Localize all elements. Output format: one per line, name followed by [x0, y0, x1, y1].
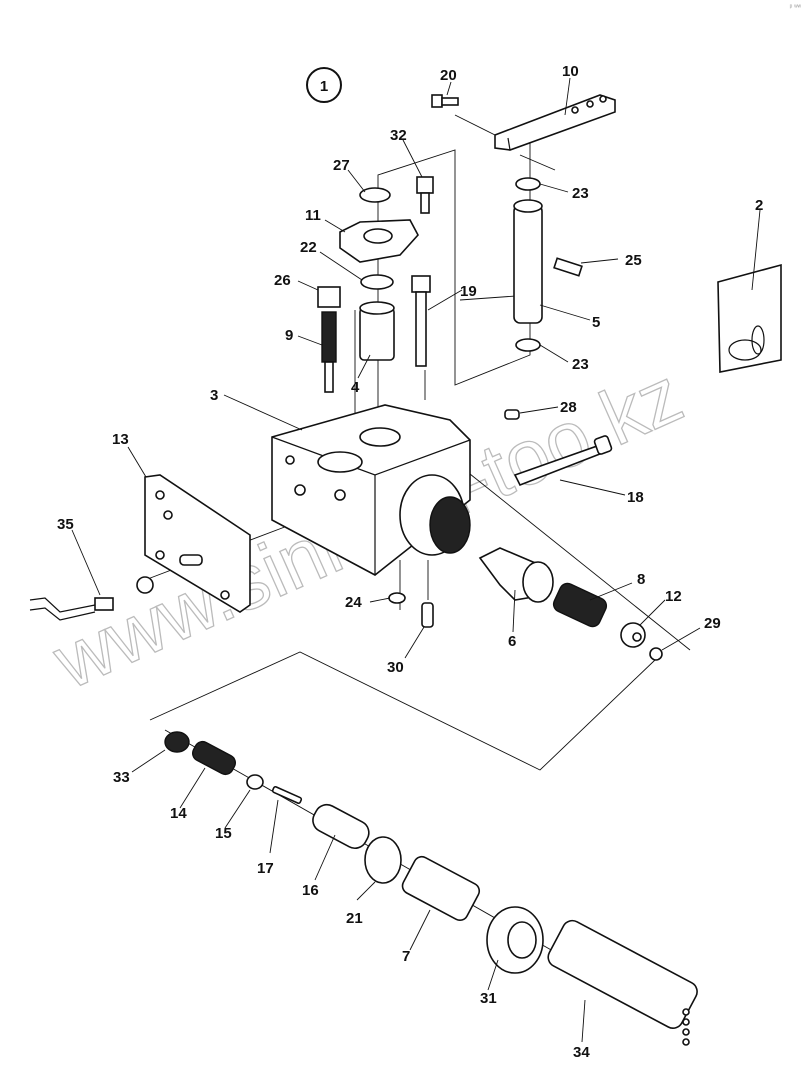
label-15: 15 [215, 825, 232, 842]
part-35-wire [29, 576, 154, 621]
label-6: 6 [508, 633, 516, 650]
label-25: 25 [625, 252, 642, 269]
part-2-seal-kit-bag [717, 263, 782, 373]
part-34-sensor [547, 919, 698, 1046]
label-9: 9 [285, 327, 293, 344]
part-13-cover-plate [144, 474, 251, 613]
part-15-washer [246, 774, 264, 790]
part-24-o-ring [388, 592, 406, 604]
part-5-spool [513, 199, 543, 324]
part-21-o-ring [364, 836, 402, 884]
part-18-screw [513, 435, 613, 487]
label-23-upper: 23 [572, 185, 589, 202]
part-25-pin [553, 257, 583, 277]
label-8: 8 [637, 571, 645, 588]
label-16: 16 [302, 882, 319, 899]
part-19-screw [411, 275, 431, 367]
part-28-plug [504, 409, 520, 420]
label-11: 11 [305, 207, 321, 224]
part-9-adjusting-screw [321, 311, 337, 393]
part-26-nut [317, 286, 341, 308]
label-27: 27 [333, 157, 350, 174]
part-12-cap [620, 622, 646, 648]
corner-mark: ᵖ ʷʷ [789, 4, 801, 11]
part-7-fitting [401, 855, 481, 922]
part-17-pin [271, 785, 303, 805]
label-33: 33 [113, 769, 130, 786]
figure-number: 1 [320, 78, 328, 95]
part-8-spring [552, 582, 608, 628]
part-10-lever [494, 94, 616, 151]
figure-number-marker: 1 [306, 67, 342, 103]
label-12: 12 [665, 588, 682, 605]
part-29-ring [649, 647, 663, 661]
part-labels: 20 10 27 32 11 22 26 9 4 19 3 23 25 5 23… [57, 63, 763, 1061]
part-27-washer [359, 187, 391, 203]
label-10: 10 [562, 63, 579, 80]
part-33-sleeve [164, 731, 190, 753]
label-28: 28 [560, 399, 577, 416]
label-26: 26 [274, 272, 291, 289]
label-4: 4 [351, 379, 360, 396]
part-6-piston [478, 547, 554, 603]
label-31: 31 [480, 990, 497, 1007]
label-24: 24 [345, 594, 362, 611]
part-22-o-ring [360, 274, 394, 290]
part-31-nut [486, 906, 544, 974]
label-14: 14 [170, 805, 187, 822]
part-4-sleeve [359, 301, 395, 361]
part-11-flange [339, 219, 419, 263]
label-20: 20 [440, 67, 457, 84]
label-3: 3 [210, 387, 218, 404]
label-21: 21 [346, 910, 363, 927]
part-23-o-ring-lower [515, 338, 541, 352]
label-22: 22 [300, 239, 317, 256]
label-5: 5 [592, 314, 600, 331]
label-17: 17 [257, 860, 274, 877]
part-3-valve-body [271, 404, 471, 576]
label-23-lower: 23 [572, 356, 589, 373]
label-30: 30 [387, 659, 404, 676]
label-32: 32 [390, 127, 407, 144]
part-30-pin [421, 602, 434, 628]
label-13: 13 [112, 431, 129, 448]
part-20-bolt [431, 94, 459, 108]
label-34: 34 [573, 1044, 590, 1061]
label-18: 18 [627, 489, 644, 506]
label-29: 29 [704, 615, 721, 632]
part-32-screw [416, 176, 434, 214]
label-2: 2 [755, 197, 763, 214]
label-7: 7 [402, 948, 410, 965]
label-19: 19 [460, 283, 477, 300]
part-16-plunger [312, 803, 370, 850]
part-14-spring [191, 740, 237, 776]
part-23-o-ring-upper [515, 177, 541, 191]
leader-lines [71, 77, 761, 1043]
label-35: 35 [57, 516, 74, 533]
